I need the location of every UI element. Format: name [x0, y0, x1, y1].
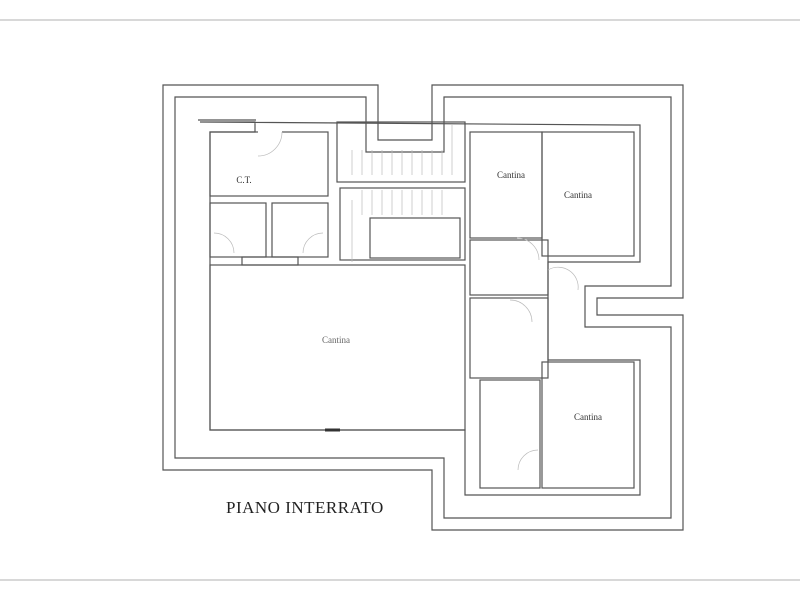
door-swing-2: [547, 266, 579, 291]
cantina-top-right: [541, 131, 635, 257]
plan-title: PIANO INTERRATO: [226, 498, 384, 517]
hall-mid: [469, 297, 549, 379]
door-swing-3: [509, 299, 533, 323]
closet-right: [271, 202, 329, 258]
room-label-ct: C.T.: [236, 175, 252, 185]
ct-room: [209, 131, 329, 197]
door-swing-4: [517, 449, 539, 471]
room-label-cantina: Cantina: [322, 335, 350, 345]
door-swing-1: [516, 237, 540, 261]
bench: [241, 256, 299, 266]
closet-door-left: [213, 232, 235, 254]
ct-door-swing: [257, 131, 283, 157]
outer-wall: [162, 84, 684, 531]
main-cellar: [209, 264, 466, 431]
building-wall: [199, 121, 641, 496]
cantina-top-small: [469, 131, 543, 239]
corridor-mid: [469, 239, 549, 296]
room-label-cantina: Cantina: [574, 412, 602, 422]
stair-upper: [336, 121, 466, 183]
cantina-bottom-small: [479, 379, 541, 489]
stair-treads-upper: [351, 125, 453, 175]
stair-lower: [339, 187, 466, 261]
closet-door-right: [302, 232, 324, 254]
room-label-cantina: Cantina: [497, 170, 525, 180]
room-label-cantina: Cantina: [564, 190, 592, 200]
closet-left: [209, 202, 267, 258]
stair-landing: [369, 217, 461, 259]
cantina-bottom-right: [541, 361, 635, 489]
stair-treads-lower: [351, 190, 443, 262]
